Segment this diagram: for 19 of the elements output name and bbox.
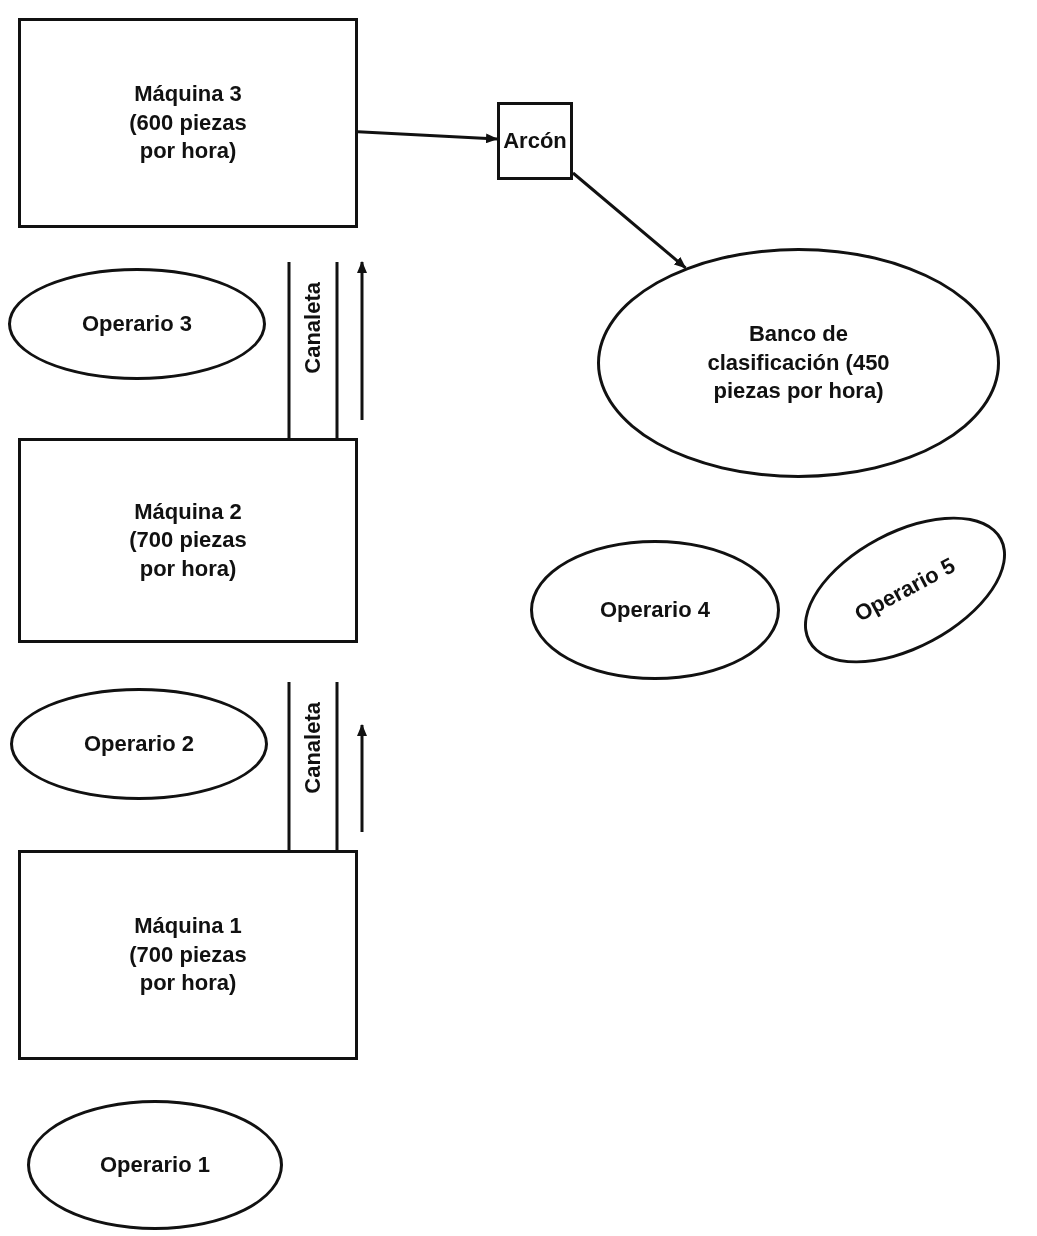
node-label: Máquina 1 (700 piezas por hora)	[128, 912, 248, 998]
node-label: Operario 3	[81, 309, 192, 338]
chute-label: Canaleta	[300, 282, 326, 374]
chute-channel	[286, 682, 340, 850]
arrow	[357, 130, 498, 144]
chute-label: Canaleta	[300, 702, 326, 794]
node-label: Operario 2	[83, 729, 194, 758]
node-label: Operario 4	[599, 595, 710, 624]
chute-channel	[286, 262, 340, 438]
node-label: Banco de clasificación (450 piezas por hora)	[706, 320, 891, 406]
machine-box	[18, 18, 358, 228]
machine-box	[18, 438, 358, 643]
bin-box	[497, 102, 573, 180]
node-label: Máquina 3 (600 piezas por hora)	[128, 80, 248, 166]
arrow	[572, 171, 687, 269]
node-label: Operario 1	[99, 1150, 210, 1179]
machine-box	[18, 850, 358, 1060]
node-label: Máquina 2 (700 piezas por hora)	[128, 497, 248, 583]
node-label: Arcón	[503, 126, 567, 155]
